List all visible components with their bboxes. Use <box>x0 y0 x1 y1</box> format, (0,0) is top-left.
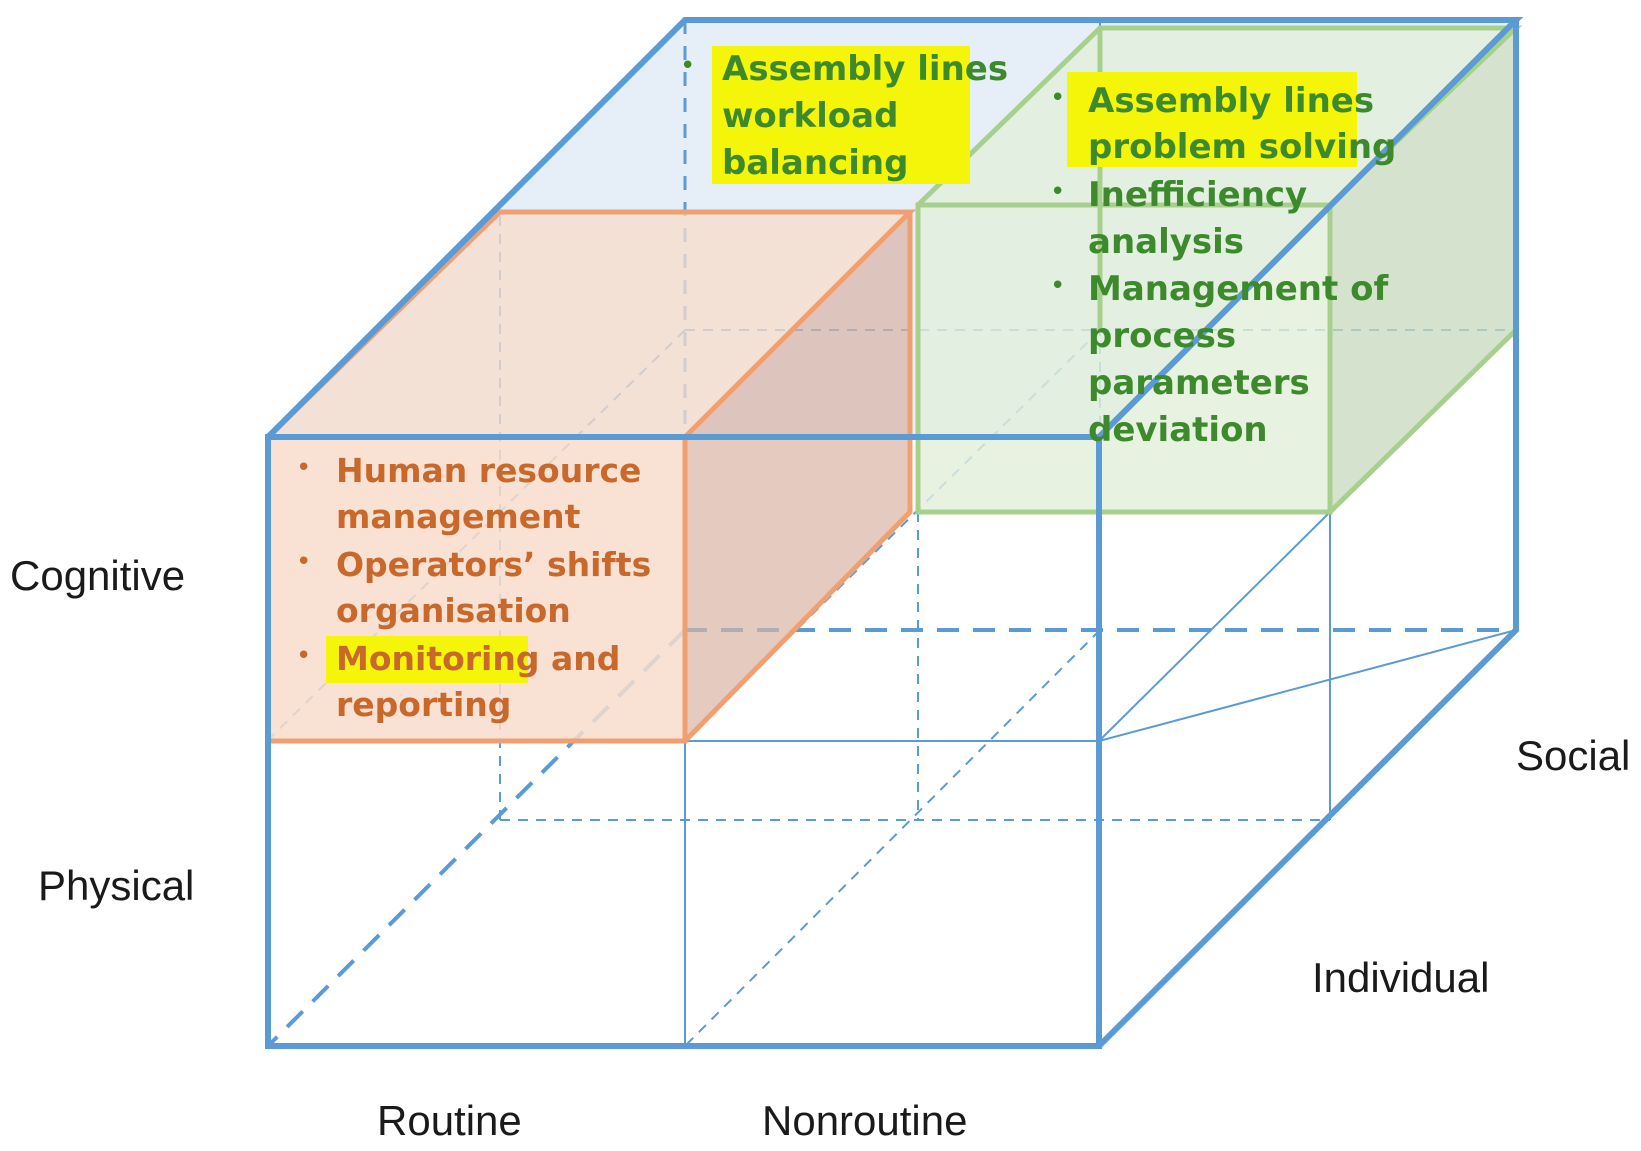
axis-label-physical: Physical <box>38 862 194 909</box>
axis-label-routine: Routine <box>377 1097 522 1144</box>
green-item-1-line-1: Assembly lines <box>1088 81 1374 121</box>
svg-text:•: • <box>296 641 311 671</box>
cube-outer-edges <box>265 17 1524 1049</box>
svg-text:•: • <box>1050 271 1065 301</box>
svg-text:•: • <box>296 453 311 483</box>
svg-text:•: • <box>1050 177 1065 207</box>
svg-text:•: • <box>680 51 695 81</box>
highlight-top-item <box>712 46 970 184</box>
orange-item-1-line-1: Human resource <box>336 451 641 490</box>
green-item-3-line-3: parameters <box>1088 363 1310 403</box>
green-item-2-line-2: analysis <box>1088 222 1244 262</box>
green-item-2-line-1: Inefficiency <box>1088 175 1307 215</box>
orange-subcube <box>265 209 917 744</box>
svg-text:•: • <box>296 547 311 577</box>
top-item-1-line-1: Assembly lines <box>722 49 1008 89</box>
orange-item-1-line-2: management <box>336 497 581 536</box>
green-item-1-line-2: problem solving <box>1088 127 1396 167</box>
axis-label-nonroutine: Nonroutine <box>762 1097 967 1144</box>
top-item-1-line-2: workload <box>722 96 898 136</box>
green-item-3-line-1: Management of <box>1088 269 1389 309</box>
green-cell-list: • Assembly lines problem solving • Ineff… <box>1050 81 1396 450</box>
right-face-mid-line <box>1098 511 1331 742</box>
highlight-monitoring <box>326 636 528 683</box>
axis-label-cognitive: Cognitive <box>10 552 185 599</box>
highlights <box>326 46 1357 683</box>
orange-cell-list: • Human resource management • Operators’… <box>296 451 651 724</box>
orange-item-3-line-1: Monitoring and <box>336 639 620 678</box>
top-item-1-line-3: balancing <box>722 143 908 183</box>
orange-item-2-line-2: organisation <box>336 591 571 630</box>
axis-label-social: Social <box>1516 732 1630 779</box>
orange-item-3-line-2: reporting <box>336 685 511 724</box>
highlight-green-item-1 <box>1067 72 1357 167</box>
axis-label-individual: Individual <box>1312 954 1489 1001</box>
svg-text:•: • <box>1050 83 1065 113</box>
orange-item-2-line-1: Operators’ shifts <box>336 545 651 584</box>
top-cell-list: • Assembly lines workload balancing <box>680 49 1008 183</box>
green-item-3-line-4: deviation <box>1088 410 1268 450</box>
green-item-3-line-2: process <box>1088 316 1236 356</box>
